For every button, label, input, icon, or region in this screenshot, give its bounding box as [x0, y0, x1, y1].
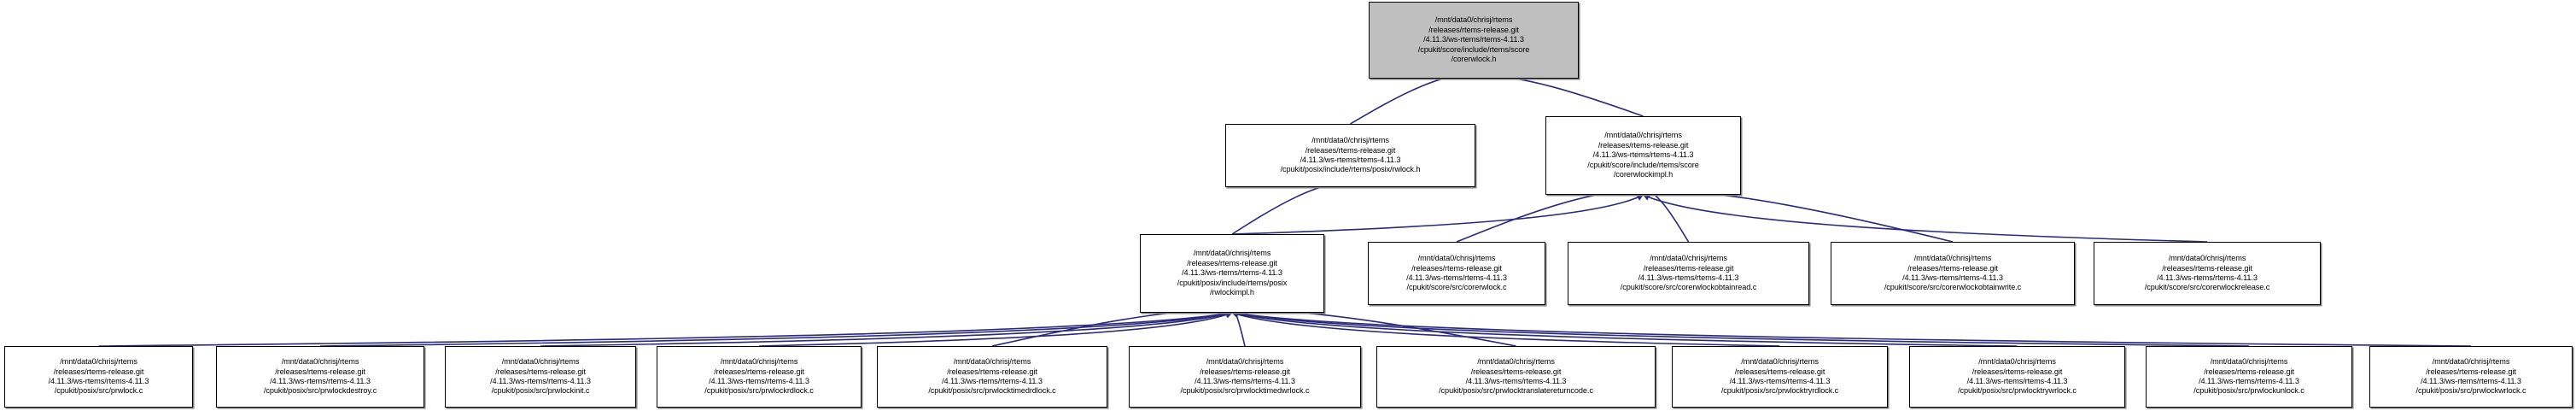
- graph-edge-posix-rwlockimpl-h-to-posix-rwlock-h: [1231, 180, 1352, 235]
- graph-node-label: /mnt/data0/chrisj/rtems /releases/rtems-…: [1884, 254, 2022, 292]
- graph-node-label: /mnt/data0/chrisj/rtems /releases/rtems-…: [928, 357, 1056, 396]
- graph-node-prwlockunlock-c[interactable]: /mnt/data0/chrisj/rtems /releases/rtems-…: [2146, 346, 2352, 408]
- graph-edge-prwlockwrlock-c-to-posix-rwlockimpl-h: [1231, 310, 2472, 347]
- graph-node-corerwlockobtainwrite-c[interactable]: /mnt/data0/chrisj/rtems /releases/rtems-…: [1831, 242, 2075, 305]
- graph-node-label: /mnt/data0/chrisj/rtems /releases/rtems-…: [1439, 357, 1593, 396]
- graph-node-label: /mnt/data0/chrisj/rtems /releases/rtems-…: [1417, 15, 1530, 64]
- graph-edge-posix-rwlockimpl-h-to-corerwlockimpl-h: [1231, 194, 1644, 235]
- graph-edge-prwlockinit-c-to-posix-rwlockimpl-h: [540, 310, 1233, 347]
- graph-node-label: /mnt/data0/chrisj/rtems /releases/rtems-…: [1720, 357, 1839, 396]
- graph-edge-corerwlockrelease-c-to-corerwlockimpl-h: [1642, 194, 2208, 243]
- graph-node-label: /mnt/data0/chrisj/rtems /releases/rtems-…: [2415, 357, 2526, 396]
- graph-node-label: /mnt/data0/chrisj/rtems /releases/rtems-…: [48, 357, 149, 396]
- graph-edge-corerwlockobtainwrite-c-to-corerwlockimpl-h: [1642, 190, 1954, 243]
- graph-edge-prwlockunlock-c-to-posix-rwlockimpl-h: [1231, 310, 2250, 347]
- graph-edge-prwlocktimedwrlock-c-to-posix-rwlockimpl-h: [1230, 306, 1246, 347]
- graph-node-label: /mnt/data0/chrisj/rtems /releases/rtems-…: [1958, 357, 2077, 396]
- graph-node-prwlockinit-c[interactable]: /mnt/data0/chrisj/rtems /releases/rtems-…: [445, 346, 636, 408]
- graph-edge-prwlocktryrdlock-c-to-posix-rwlockimpl-h: [1231, 311, 1780, 347]
- graph-node-prwlock-c[interactable]: /mnt/data0/chrisj/rtems /releases/rtems-…: [4, 346, 193, 408]
- graph-node-label: /mnt/data0/chrisj/rtems /releases/rtems-…: [1406, 254, 1507, 292]
- graph-node-prwlocktimedrdlock-c[interactable]: /mnt/data0/chrisj/rtems /releases/rtems-…: [877, 346, 1107, 408]
- graph-edge-corerwlockimpl-h-to-corerwlock-h: [1473, 73, 1644, 117]
- graph-node-corerwlockobtainread-c[interactable]: /mnt/data0/chrisj/rtems /releases/rtems-…: [1568, 242, 1809, 305]
- graph-node-corerwlockimpl-h[interactable]: /mnt/data0/chrisj/rtems /releases/rtems-…: [1545, 116, 1741, 195]
- graph-node-posix-rwlockimpl-h[interactable]: /mnt/data0/chrisj/rtems /releases/rtems-…: [1140, 234, 1324, 313]
- graph-node-prwlockrdlock-c[interactable]: /mnt/data0/chrisj/rtems /releases/rtems-…: [657, 346, 862, 408]
- graph-node-prwlocktryrdlock-c[interactable]: /mnt/data0/chrisj/rtems /releases/rtems-…: [1672, 346, 1888, 408]
- graph-node-label: /mnt/data0/chrisj/rtems /releases/rtems-…: [2144, 254, 2270, 292]
- graph-node-label: /mnt/data0/chrisj/rtems /releases/rtems-…: [1587, 131, 1699, 179]
- graph-edge-prwlocktrywrlock-c-to-posix-rwlockimpl-h: [1231, 310, 2018, 347]
- graph-edge-prwlock-c-to-posix-rwlockimpl-h: [98, 310, 1233, 347]
- graph-node-prwlocktrywrlock-c[interactable]: /mnt/data0/chrisj/rtems /releases/rtems-…: [1909, 346, 2125, 408]
- graph-node-prwlocktranslatereturncode-c[interactable]: /mnt/data0/chrisj/rtems /releases/rtems-…: [1376, 346, 1656, 408]
- graph-node-label: /mnt/data0/chrisj/rtems /releases/rtems-…: [1620, 254, 1757, 292]
- graph-edge-prwlocktimedrdlock-c-to-posix-rwlockimpl-h: [991, 308, 1233, 347]
- graph-node-label: /mnt/data0/chrisj/rtems /releases/rtems-…: [1280, 136, 1421, 174]
- graph-node-prwlockwrlock-c[interactable]: /mnt/data0/chrisj/rtems /releases/rtems-…: [2369, 346, 2573, 408]
- graph-node-corerwlock-h[interactable]: /mnt/data0/chrisj/rtems /releases/rtems-…: [1369, 2, 1579, 79]
- graph-node-label: /mnt/data0/chrisj/rtems /releases/rtems-…: [2193, 357, 2304, 396]
- graph-edge-prwlocktranslatereturncode-c-to-posix-rwlockimpl-h: [1231, 308, 1516, 347]
- graph-node-posix-rwlock-h[interactable]: /mnt/data0/chrisj/rtems /releases/rtems-…: [1225, 124, 1475, 187]
- graph-node-prwlockdestroy-c[interactable]: /mnt/data0/chrisj/rtems /releases/rtems-…: [216, 346, 424, 408]
- graph-node-prwlocktimedwrlock-c[interactable]: /mnt/data0/chrisj/rtems /releases/rtems-…: [1129, 346, 1361, 408]
- graph-node-label: /mnt/data0/chrisj/rtems /releases/rtems-…: [490, 357, 591, 396]
- graph-edge-corerwlock-c-to-corerwlockimpl-h: [1456, 189, 1644, 243]
- graph-edge-prwlockdestroy-c-to-posix-rwlockimpl-h: [319, 310, 1233, 347]
- graph-node-corerwlock-c[interactable]: /mnt/data0/chrisj/rtems /releases/rtems-…: [1368, 242, 1545, 305]
- graph-node-label: /mnt/data0/chrisj/rtems /releases/rtems-…: [1177, 249, 1288, 297]
- graph-edge-posix-rwlock-h-to-corerwlock-h: [1350, 73, 1475, 125]
- graph-node-label: /mnt/data0/chrisj/rtems /releases/rtems-…: [1180, 357, 1310, 396]
- graph-node-corerwlockrelease-c[interactable]: /mnt/data0/chrisj/rtems /releases/rtems-…: [2094, 242, 2321, 305]
- graph-node-label: /mnt/data0/chrisj/rtems /releases/rtems-…: [263, 357, 377, 396]
- graph-edge-prwlockrdlock-c-to-posix-rwlockimpl-h: [758, 311, 1233, 347]
- graph-node-label: /mnt/data0/chrisj/rtems /releases/rtems-…: [704, 357, 814, 396]
- graph-edge-corerwlockobtainread-c-to-corerwlockimpl-h: [1642, 187, 1690, 243]
